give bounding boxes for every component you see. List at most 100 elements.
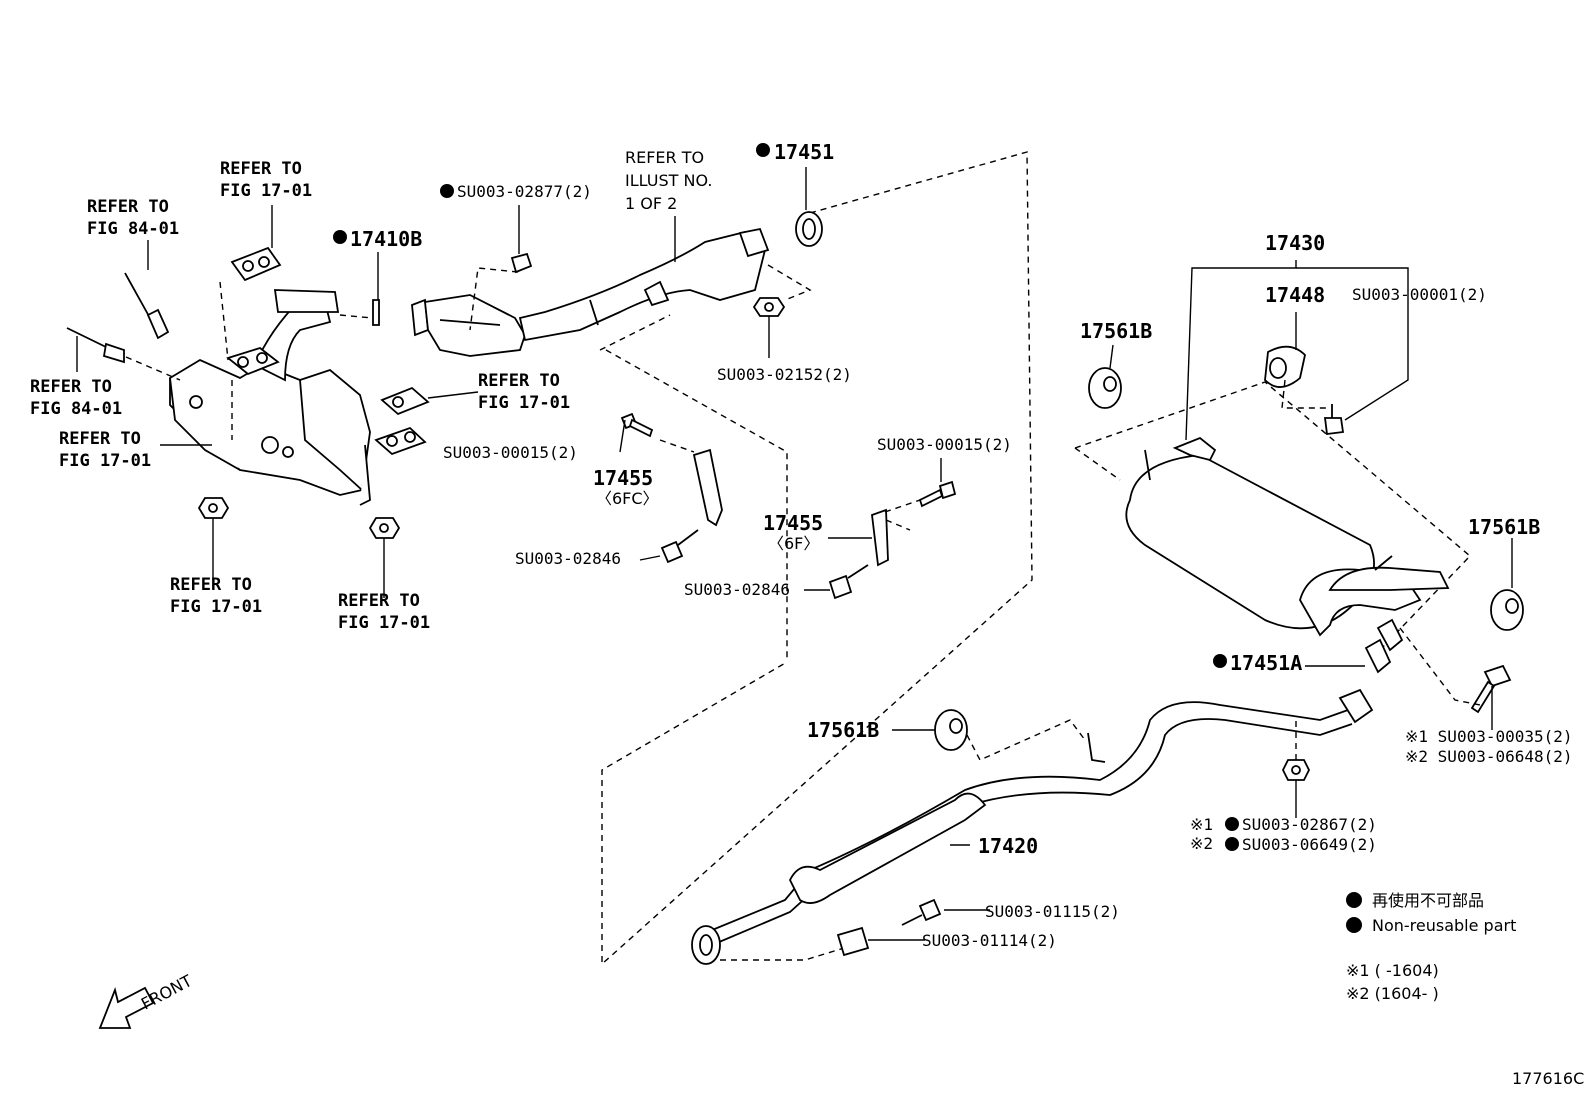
label-su003-02846-right: SU003-02846 — [684, 580, 790, 599]
label-su003-00001: SU003-00001(2) — [1352, 285, 1487, 304]
front-pipe-assembly-outline — [599, 151, 1033, 966]
label-refer-fig1701-left-1: REFER TO — [59, 429, 141, 449]
label-17448: 17448 — [1265, 283, 1325, 307]
label-refer-fig1701-left-2: FIG 17-01 — [59, 451, 151, 471]
gasket-17451a — [1364, 618, 1404, 674]
legend-dot-en — [1346, 917, 1362, 933]
legend-dot-jp — [1346, 892, 1362, 908]
manifold-nut-right — [368, 517, 401, 539]
gasket-17410b — [372, 299, 380, 326]
label-17561b-top: 17561B — [1080, 319, 1152, 343]
label-refer-fig84-left-1: REFER TO — [30, 377, 112, 397]
label-17420: 17420 — [978, 834, 1038, 858]
bracket-17455-6fc — [659, 439, 723, 527]
nonreusable-dot-17451a — [1213, 654, 1227, 668]
label-su003-02846-left: SU003-02846 — [515, 549, 621, 568]
oxygen-sensor-lower — [66, 327, 181, 381]
nonreusable-dot-su02877 — [440, 184, 454, 198]
label-17455-right-sub: 〈6F〉 — [768, 534, 819, 553]
label-refer-illust-2: ILLUST NO. — [625, 171, 712, 190]
legend-note-2: ※2 (1604- ) — [1346, 984, 1439, 1003]
bolt-su003-00001 — [1281, 379, 1345, 436]
nut-su003-02877 — [469, 252, 533, 331]
label-17451: 17451 — [774, 140, 834, 164]
label-17451a: 17451A — [1230, 651, 1302, 675]
front-exhaust-pipe — [411, 227, 770, 357]
muffler-assembly-outline — [1074, 381, 1472, 651]
label-refer-fig1701-bottom-left-1: REFER TO — [170, 575, 252, 595]
bolt-su003-02846-left — [660, 529, 699, 564]
label-17455-left-sub: 〈6FC〉 — [596, 489, 659, 508]
hanger-17448 — [1264, 345, 1306, 388]
exhaust-manifold — [169, 246, 430, 506]
label-17561b-right: 17561B — [1468, 515, 1540, 539]
label-refer-fig1701-right-2: FIG 17-01 — [478, 393, 570, 413]
label-front: FRONT — [138, 971, 195, 1014]
label-su003-00015-right: SU003-00015(2) — [877, 435, 1012, 454]
label-su003-02867: SU003-02867(2) — [1242, 815, 1377, 834]
nonreusable-dot-su02867 — [1225, 817, 1239, 831]
hanger-17561b-top — [1088, 367, 1122, 409]
hanger-17561b-mid — [934, 709, 1086, 761]
bracket-17455-6f — [871, 499, 921, 567]
label-su003-02152: SU003-02152(2) — [717, 365, 852, 384]
label-su003-01115: SU003-01115(2) — [985, 902, 1120, 921]
label-su003-02877: SU003-02877(2) — [457, 182, 592, 201]
label-mark-1: ※1 — [1190, 815, 1213, 834]
label-refer-fig1701-right-1: REFER TO — [478, 371, 560, 391]
center-exhaust-pipe-17420 — [691, 688, 1374, 965]
nonreusable-dot-17410b — [333, 230, 347, 244]
nut-su003-02152 — [752, 264, 812, 317]
label-17430: 17430 — [1265, 231, 1325, 255]
oxygen-sensor-upper — [124, 272, 170, 340]
label-refer-fig1701-bottom-mid-2: FIG 17-01 — [338, 613, 430, 633]
nonreusable-dot-17451 — [756, 143, 770, 157]
legend-label-en: Non-reusable part — [1372, 916, 1516, 935]
label-refer-fig1701-top-1: REFER TO — [220, 159, 302, 179]
bolt-su003-01115 — [901, 898, 942, 926]
nonreusable-dot-su06649 — [1225, 837, 1239, 851]
stud-su003-01114 — [836, 926, 870, 957]
legend-label-jp: 再使用不可部品 — [1372, 891, 1484, 910]
label-refer-fig84-top-1: REFER TO — [87, 197, 169, 217]
label-17410b: 17410B — [350, 227, 422, 251]
gasket-17451 — [795, 211, 823, 247]
label-su003-06649: SU003-06649(2) — [1242, 835, 1377, 854]
label-refer-fig1701-top-2: FIG 17-01 — [220, 181, 312, 201]
label-su003-00015-left: SU003-00015(2) — [443, 443, 578, 462]
label-17455-right: 17455 — [763, 511, 823, 535]
label-refer-fig84-left-2: FIG 84-01 — [30, 399, 122, 419]
bolt-su003-00035 — [1399, 627, 1512, 714]
label-refer-illust-1: REFER TO — [625, 148, 704, 167]
label-refer-fig1701-bottom-left-2: FIG 17-01 — [170, 597, 262, 617]
label-su003-01114: SU003-01114(2) — [922, 931, 1057, 950]
leader-lines — [76, 167, 1513, 941]
hanger-17561b-right — [1490, 589, 1524, 631]
label-17455-left: 17455 — [593, 466, 653, 490]
front-direction-arrow: FRONT — [98, 971, 195, 1029]
nut-su003-02867 — [1281, 720, 1311, 781]
bolt-su003-00015-left — [620, 412, 654, 438]
label-mark-2: ※2 — [1190, 834, 1213, 853]
legend: 再使用不可部品 Non-reusable part ※1 ( -1604) ※2… — [1346, 891, 1516, 1003]
label-refer-illust-3: 1 OF 2 — [625, 194, 677, 213]
bolt-su003-02846-right — [828, 564, 869, 600]
legend-note-1: ※1 ( -1604) — [1346, 961, 1439, 980]
label-refer-fig84-top-2: FIG 84-01 — [87, 219, 179, 239]
main-muffler-17430 — [1125, 436, 1450, 637]
bolt-su003-00015-right — [918, 480, 957, 508]
figure-id: 177616C — [1512, 1069, 1584, 1088]
label-17561b-mid: 17561B — [807, 718, 879, 742]
label-su003-00035: ※1 SU003-00035(2) — [1405, 727, 1573, 746]
manifold-nut-left — [197, 497, 230, 519]
label-refer-fig1701-bottom-mid-1: REFER TO — [338, 591, 420, 611]
